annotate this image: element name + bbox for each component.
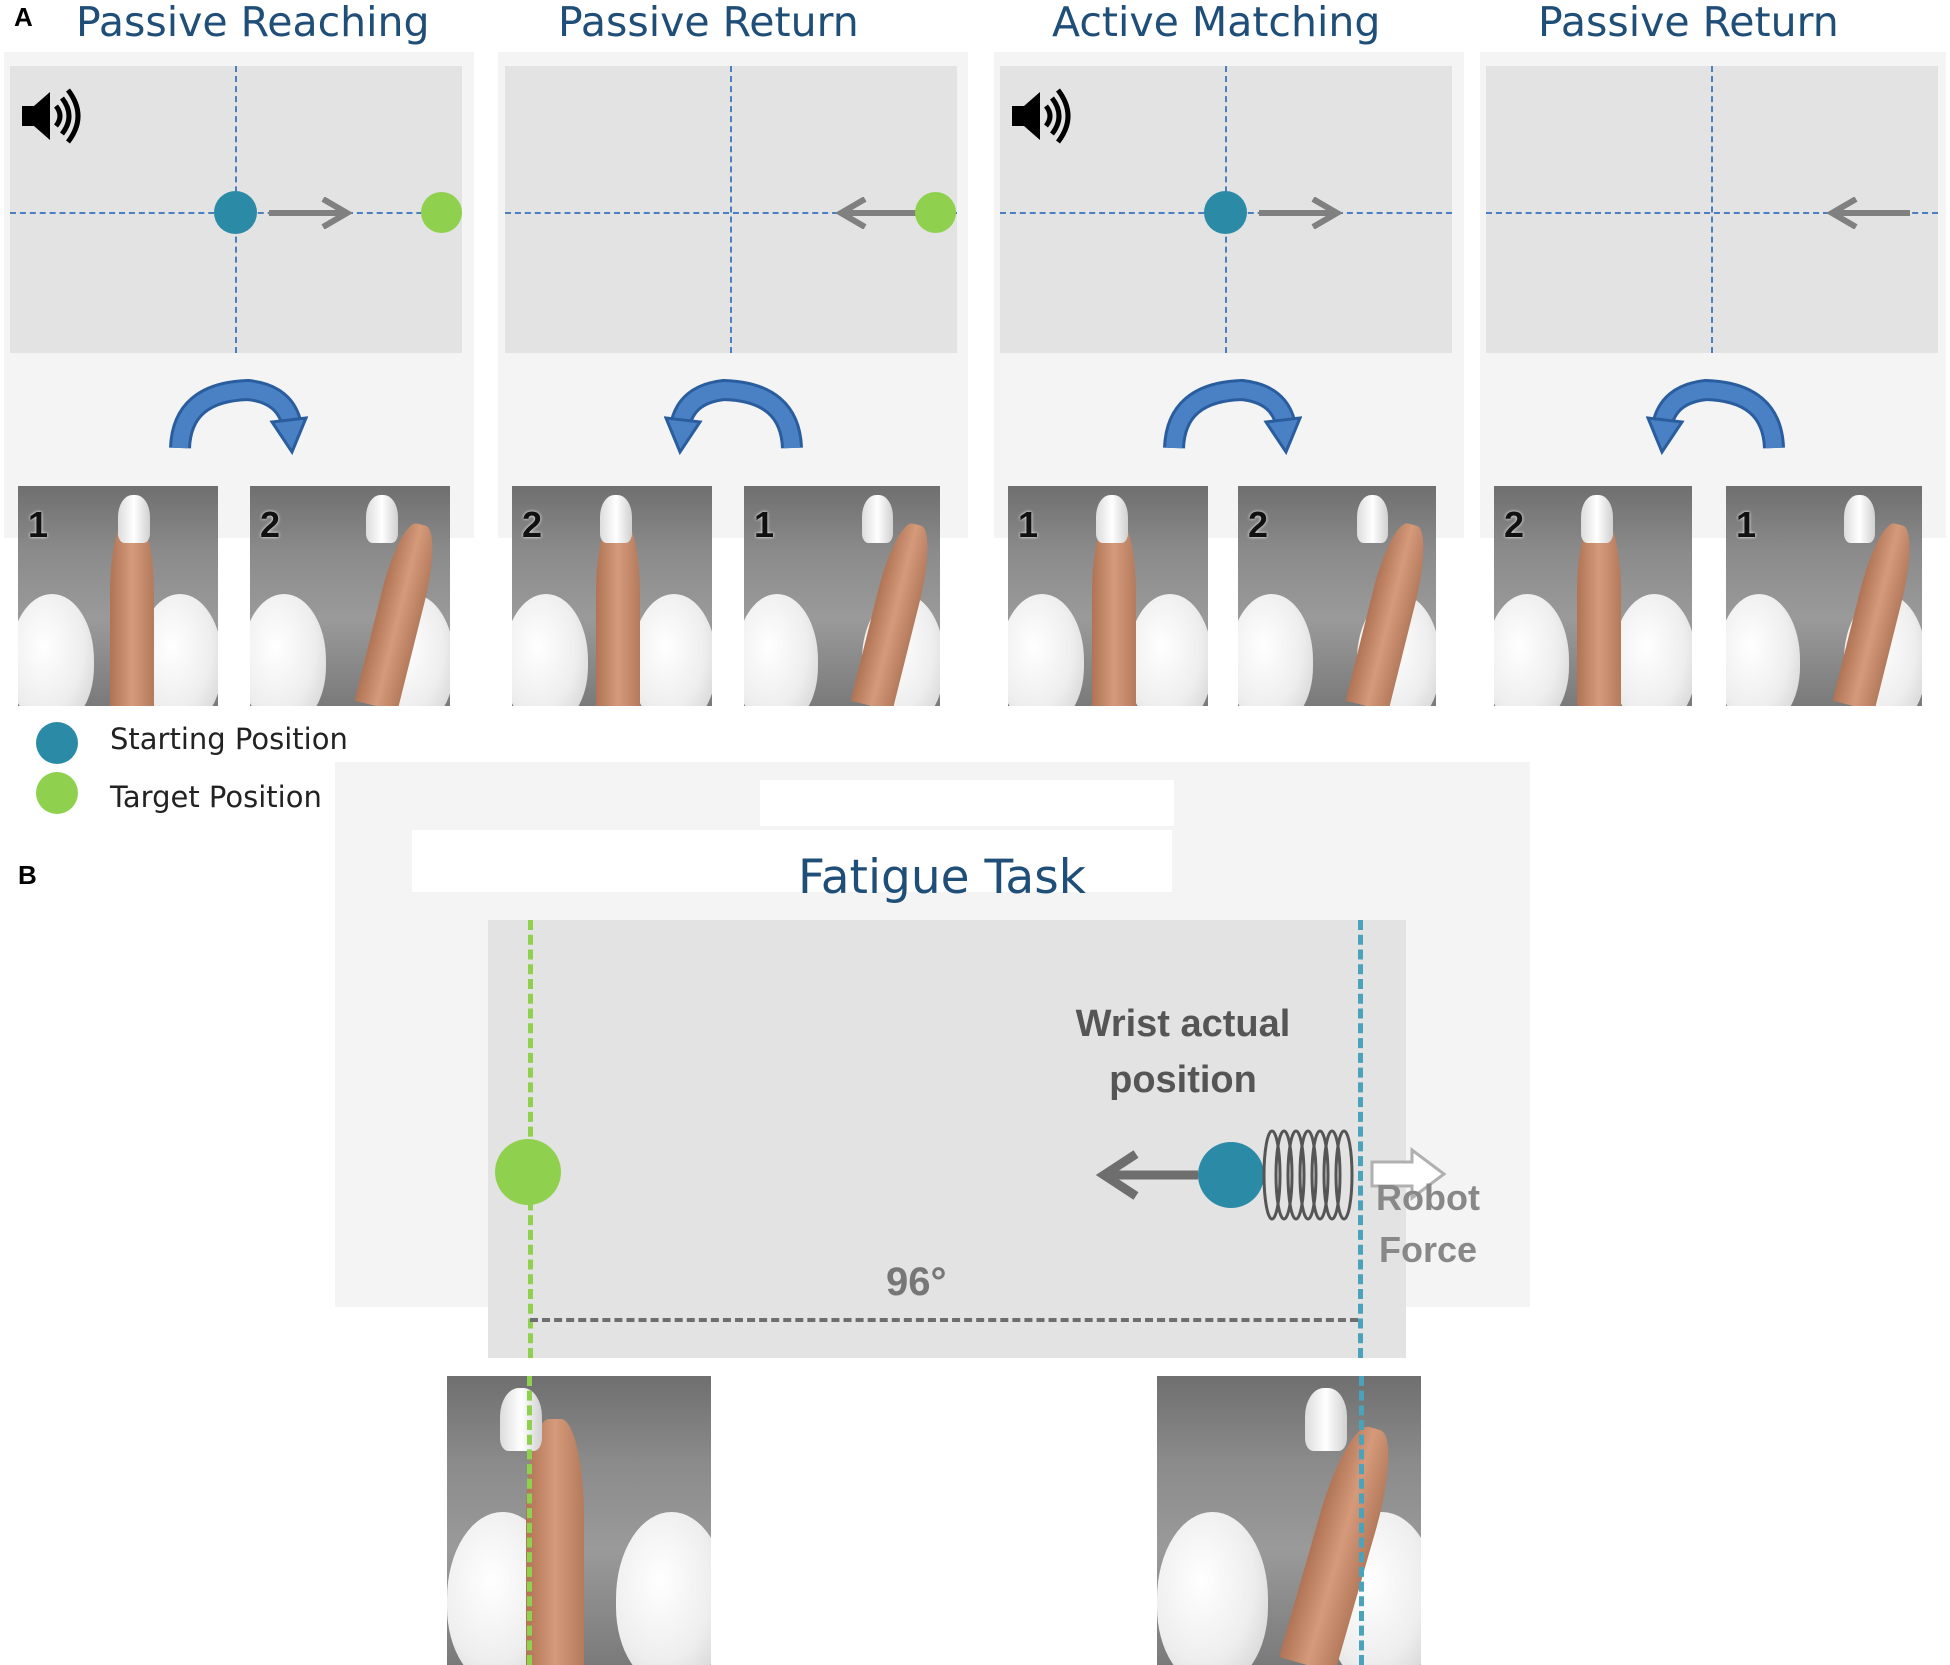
screen-display — [1486, 66, 1938, 353]
wrist-label-line: Wrist actual — [1075, 1003, 1291, 1045]
actual-guide-line — [1359, 1376, 1364, 1665]
fatigue-screen: Wrist actual position — [488, 920, 1447, 1358]
photo-label: 1 — [754, 504, 775, 545]
robot-label-line: Robot — [1376, 1177, 1480, 1218]
wrist-photo-1: 1 — [1726, 486, 1922, 706]
photo-label: 1 — [28, 504, 49, 545]
phase-title: Passive Reaching — [76, 0, 430, 46]
wrist-label-line: position — [1109, 1059, 1257, 1101]
fatigue-task-title: Fatigue Task — [798, 850, 1086, 905]
horizontal-guide — [1486, 212, 1938, 214]
target-position-dot — [915, 192, 956, 233]
arrow-left-icon — [1095, 1150, 1198, 1200]
title-backdrop — [760, 780, 1174, 826]
photo-label: 2 — [260, 504, 281, 545]
wrist-photo-1: 1 — [18, 486, 218, 706]
screen-display — [1000, 66, 1452, 353]
robot-force-arrow-icon — [1370, 1147, 1447, 1201]
curved-arrow-left-icon — [664, 378, 803, 456]
panel-b-letter: B — [18, 860, 37, 890]
arrow-right-icon — [1259, 197, 1343, 229]
screen-display — [505, 66, 957, 353]
legend-starting-dot — [36, 722, 78, 764]
photo-label: 2 — [1248, 504, 1269, 545]
wrist-actual-position-dot — [1198, 1142, 1264, 1208]
starting-position-dot — [1204, 191, 1247, 234]
arrow-right-icon — [269, 197, 353, 229]
photo-label: 2 — [522, 504, 543, 545]
screen-display — [10, 66, 462, 353]
title-backdrop — [412, 830, 1172, 892]
wrist-actual-position-label: Wrist actual position — [1048, 996, 1318, 1108]
legend-target-label: Target Position — [110, 780, 322, 814]
curved-arrow-right-icon — [169, 378, 308, 456]
arrow-left-icon — [835, 197, 919, 229]
horizontal-guide — [505, 212, 957, 214]
vertical-guide — [1711, 66, 1713, 353]
robot-force-label: Robot Force — [1368, 1172, 1488, 1276]
target-position-dot — [421, 192, 462, 233]
angle-dimension-line — [530, 1318, 1358, 1322]
photo-label: 1 — [1736, 504, 1757, 545]
speaker-icon — [22, 88, 81, 144]
wrist-photo-1: 1 — [1008, 486, 1208, 706]
wrist-photo-target — [447, 1376, 711, 1665]
legend-starting-label: Starting Position — [110, 722, 348, 756]
phase-title: Passive Return — [558, 0, 859, 46]
curved-arrow-right-icon — [1163, 378, 1302, 456]
wrist-photo-1: 1 — [744, 486, 940, 706]
wrist-photo-2: 2 — [1494, 486, 1692, 706]
wrist-photo-2: 2 — [250, 486, 450, 706]
photo-label: 1 — [1018, 504, 1039, 545]
legend-target-dot — [36, 772, 78, 814]
speaker-icon — [1012, 88, 1071, 144]
actual-guide-line — [1358, 920, 1363, 1358]
photo-label: 2 — [1504, 504, 1525, 545]
phase-title: Passive Return — [1538, 0, 1839, 46]
starting-position-dot — [214, 191, 257, 234]
arrow-left-icon — [1826, 197, 1910, 229]
angle-label: 96° — [886, 1260, 947, 1304]
phase-title: Active Matching — [1052, 0, 1381, 46]
robot-label-line: Force — [1378, 1229, 1478, 1270]
wrist-photo-2: 2 — [1238, 486, 1436, 706]
panel-a-letter: A — [14, 2, 33, 32]
target-guide-line — [527, 1376, 532, 1665]
target-position-dot — [495, 1139, 561, 1205]
spring-icon — [1262, 1129, 1354, 1221]
curved-arrow-left-icon — [1646, 378, 1785, 456]
wrist-photo-actual — [1157, 1376, 1421, 1665]
vertical-guide — [730, 66, 732, 353]
wrist-photo-2: 2 — [512, 486, 712, 706]
